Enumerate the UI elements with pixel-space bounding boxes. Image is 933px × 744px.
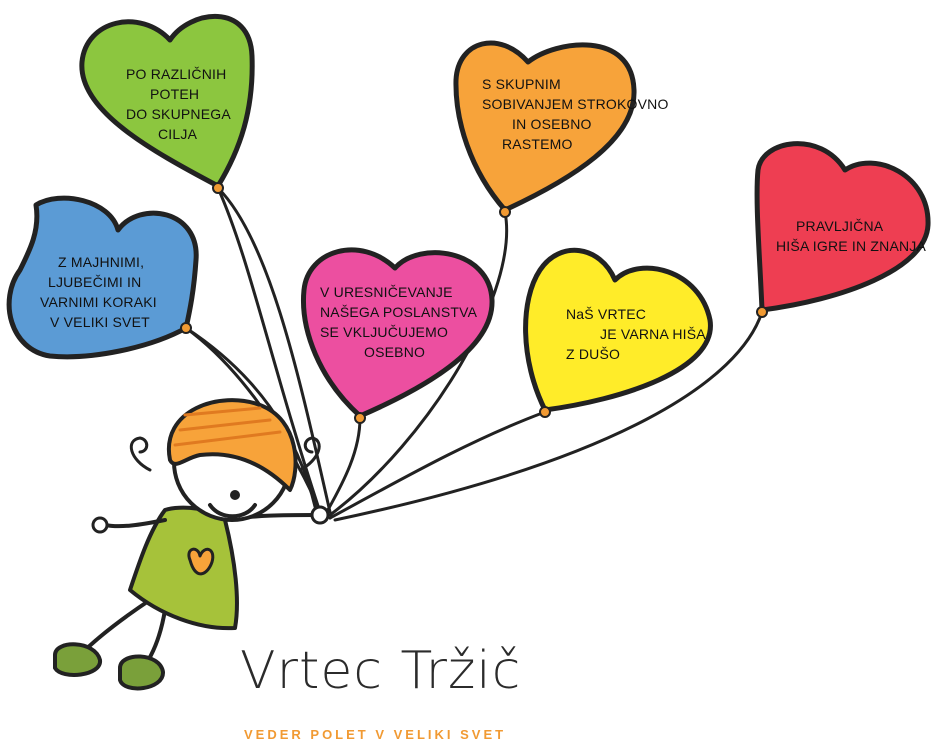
heart-blue-line-3: VARNIMI KORAKI (40, 294, 157, 310)
heart-orange-line-4: RASTEMO (502, 136, 573, 152)
girl-character (53, 398, 330, 691)
heart-pink-line-1: V URESNIČEVANJE (320, 284, 453, 300)
balloon-strings (184, 186, 764, 522)
heart-pink-text: V URESNIČEVANJE NAŠEGA POSLANSTVA SE VKL… (320, 282, 477, 362)
heart-green-line-4: CILJA (158, 126, 198, 142)
heart-blue (6, 195, 199, 360)
heart-orange-text: S SKUPNIM SOBIVANJEM STROKOVNO IN OSEBNO… (482, 74, 669, 154)
heart-orange-line-1: S SKUPNIM (482, 76, 561, 92)
brand-tagline: VEDER POLET V VELIKI SVET (244, 727, 507, 742)
heart-yellow (523, 247, 713, 418)
heart-yellow-text: NaŠ VRTEC JE VARNA HIŠA Z DUŠO (566, 304, 706, 364)
heart-red (754, 141, 931, 318)
heart-pink (301, 247, 495, 424)
heart-red-line-2: HIŠA IGRE IN ZNANJA (776, 238, 927, 254)
heart-orange-line-3: IN OSEBNO (512, 116, 592, 132)
heart-yellow-line-3: Z DUŠO (566, 346, 621, 362)
heart-orange-line-2: SOBIVANJEM STROKOVNO (482, 96, 669, 112)
heart-blue-text: Z MAJHNIMI, LJUBEČIMI IN VARNIMI KORAKI … (40, 252, 157, 332)
heart-green-line-2: POTEH (150, 86, 200, 102)
heart-yellow-line-1: NaŠ VRTEC (566, 306, 647, 322)
heart-green (79, 13, 255, 194)
heart-green-text: PO RAZLIČNIH POTEH DO SKUPNEGA CILJA (126, 64, 231, 144)
heart-yellow-line-2: JE VARNA HIŠA (600, 326, 706, 342)
heart-orange (453, 40, 637, 218)
heart-green-line-3: DO SKUPNEGA (126, 106, 231, 122)
heart-green-line-1: PO RAZLIČNIH (126, 66, 227, 82)
heart-red-line-1: PRAVLJIČNA (796, 218, 884, 234)
heart-blue-line-4: V VELIKI SVET (50, 314, 150, 330)
brand-title: Vrtec Tržič (240, 641, 522, 701)
heart-blue-line-2: LJUBEČIMI IN (48, 274, 142, 290)
heart-red-text: PRAVLJIČNA HIŠA IGRE IN ZNANJA (776, 216, 926, 256)
heart-pink-line-3: SE VKLJUČUJEMO (320, 324, 449, 340)
heart-blue-line-1: Z MAJHNIMI, (58, 254, 145, 270)
heart-pink-line-2: NAŠEGA POSLANSTVA (320, 304, 478, 320)
heart-pink-line-4: OSEBNO (364, 344, 426, 360)
